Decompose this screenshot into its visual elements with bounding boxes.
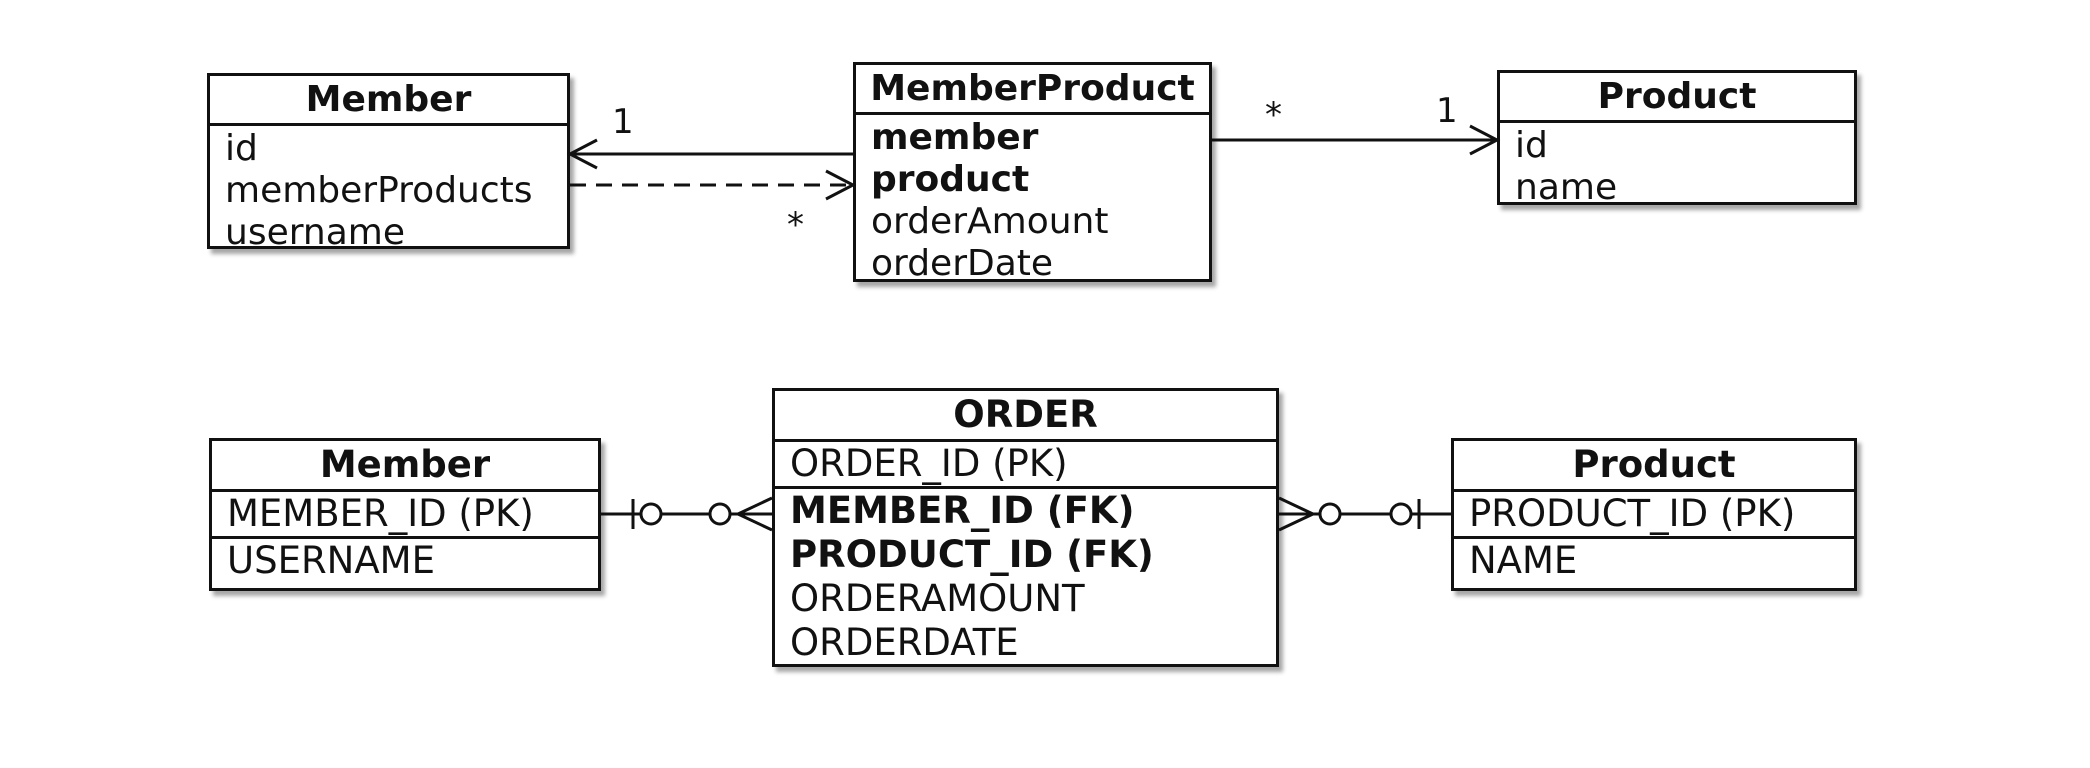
uml-member-field-username: username <box>225 212 405 253</box>
uml-mult-memberproducts-many: * <box>787 205 804 245</box>
uml-memberproduct-title: MemberProduct <box>856 65 1209 115</box>
er-order-pk: ORDER_ID (PK) <box>790 442 1068 485</box>
uml-product-entity: Product id name <box>1497 70 1857 208</box>
er-relationship-member-order <box>601 496 773 532</box>
er-member-table: Member MEMBER_ID (PK) USERNAME <box>209 438 601 591</box>
er-relationship-order-product <box>1278 496 1451 532</box>
uml-member-field-memberproducts: memberProducts <box>225 170 533 211</box>
er-member-title: Member <box>212 441 598 492</box>
uml-mult-member-one: 1 <box>612 102 634 142</box>
er-order-fk-member: MEMBER_ID (FK) <box>790 489 1135 532</box>
uml-mult-mp-product-one: 1 <box>1436 91 1458 131</box>
uml-product-title: Product <box>1500 73 1854 123</box>
er-member-pk: MEMBER_ID (PK) <box>227 492 534 535</box>
er-product-pk: PRODUCT_ID (PK) <box>1469 492 1796 535</box>
er-product-title: Product <box>1454 441 1854 492</box>
uml-association-product <box>1212 124 1501 156</box>
uml-memberproduct-field-orderamount: orderAmount <box>871 201 1109 242</box>
uml-product-field-name: name <box>1515 167 1618 208</box>
uml-memberproduct-field-orderdate: orderDate <box>871 243 1054 284</box>
er-order-field-orderamount: ORDERAMOUNT <box>790 577 1085 620</box>
er-product-table: Product PRODUCT_ID (PK) NAME <box>1451 438 1857 591</box>
uml-association-memberproducts <box>570 169 857 201</box>
uml-member-entity: Member id memberProducts username <box>207 73 570 253</box>
uml-memberproduct-entity: MemberProduct member product orderAmount… <box>853 62 1212 284</box>
uml-member-field-id: id <box>225 128 258 169</box>
er-order-table: ORDER ORDER_ID (PK) MEMBER_ID (FK) PRODU… <box>772 388 1279 667</box>
uml-member-title: Member <box>210 76 567 126</box>
er-member-field-username: USERNAME <box>227 539 435 582</box>
er-order-fk-product: PRODUCT_ID (FK) <box>790 533 1154 576</box>
uml-product-field-id: id <box>1515 125 1548 166</box>
er-order-field-orderdate: ORDERDATE <box>790 621 1019 664</box>
er-product-field-name: NAME <box>1469 539 1578 582</box>
uml-memberproduct-field-member: member <box>871 117 1039 158</box>
uml-mult-mp-product-many: * <box>1265 95 1282 135</box>
uml-memberproduct-field-product: product <box>871 159 1030 200</box>
er-order-title: ORDER <box>775 391 1276 442</box>
uml-association-member <box>566 138 853 170</box>
